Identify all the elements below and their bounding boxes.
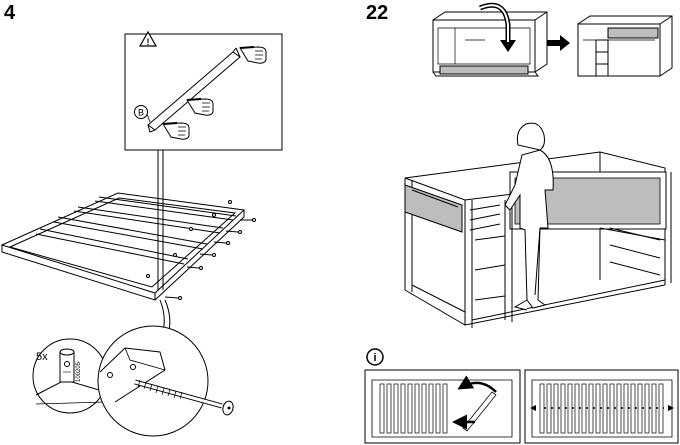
slat-detail	[147, 47, 241, 133]
warning-triangle-icon: !	[138, 30, 158, 47]
quantity-label: 5x	[36, 351, 48, 363]
info-panel-after	[524, 369, 679, 444]
info-symbol: i	[373, 352, 376, 364]
info-panel-before	[364, 369, 521, 444]
person-figure	[504, 122, 554, 311]
part-label-b-text: B	[138, 108, 144, 118]
pointing-hand-icon	[186, 98, 214, 116]
bolt-detail-circle	[97, 325, 234, 437]
screw-icon	[146, 200, 256, 300]
warning-symbol: !	[147, 37, 150, 47]
pointing-hand-icon	[162, 122, 190, 140]
bed-base-frame	[0, 192, 246, 301]
part-label-b: B	[134, 105, 151, 123]
bed-flip-before	[432, 11, 548, 77]
next-arrow-icon	[547, 35, 570, 51]
step-number-4: 4	[4, 2, 16, 24]
info-circle-icon: i	[366, 348, 384, 366]
bed-flip-after	[577, 15, 673, 77]
rotate-arrow-icon	[479, 2, 516, 52]
part-code: 100205	[76, 361, 82, 382]
pointing-hand-icon	[239, 46, 267, 64]
dowel-detail-circle: 100205	[32, 338, 108, 414]
step-number-22: 22	[366, 2, 389, 24]
